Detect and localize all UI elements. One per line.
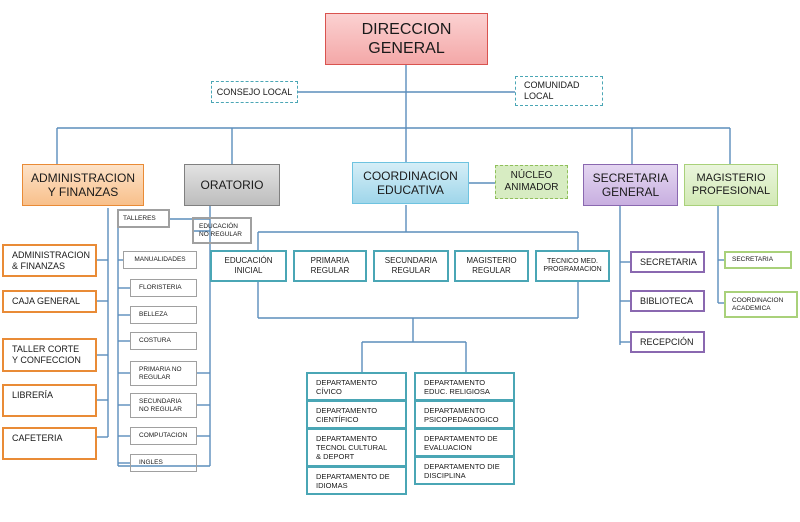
oratorio-educacion-no-regular-box: EDUCACIÓN NO REGULAR [192,217,252,244]
coordinacion-educativa-head: COORDINACION EDUCATIVA [352,162,469,204]
nucleo-animador-box: NÚCLEO ANIMADOR [495,165,568,199]
magisterio-item-coordinacion-academica: COORDINACION ACADEMICA [724,291,798,318]
departamento-disciplina: DEPARTAMENTO DIE DISCIPLINA [414,456,515,485]
departamento-psicopedagogico: DEPARTAMENTO PSICOPEDAGOGICO [414,400,515,429]
consejo-local-box: CONSEJO LOCAL [211,81,298,103]
oratorio-talleres-box: TALLERES [117,209,170,228]
regular-computacion: COMPUTACION [130,427,197,445]
taller-floristeria: FLORISTERIA [130,279,197,297]
taller-costura: COSTURA [130,332,197,350]
secretaria-general-head: SECRETARIA GENERAL [583,164,678,206]
oratorio-head: ORATORIO [184,164,280,206]
regular-primaria-no-regular: PRIMARIA NO REGULAR [130,361,197,386]
departamento-tecnol-cultural: DEPARTAMENTO TECNOL CULTURAL & DEPORT [306,428,407,467]
admin-item-libreria: LIBRERÍA [2,384,97,417]
admin-item-taller-corte: TALLER CORTE Y CONFECCION [2,338,97,372]
magisterio-item-secretaria: SECRETARIA [724,251,792,269]
coord-primaria-regular: PRIMARIA REGULAR [293,250,367,282]
admin-item-caja-general: CAJA GENERAL [2,290,97,313]
direccion-general-box: DIRECCION GENERAL [325,13,488,65]
administracion-finanzas-head: ADMINISTRACION Y FINANZAS [22,164,144,206]
admin-item-cafeteria: CAFETERIA [2,427,97,460]
secretaria-item-biblioteca: BIBLIOTECA [630,290,705,312]
taller-belleza: BELLEZA [130,306,197,324]
admin-item-administracion: ADMINISTRACION & FINANZAS [2,244,97,277]
regular-secundaria-no-regular: SECUNDARIA NO REGULAR [130,393,197,418]
taller-manualidades: MANUALIDADES [123,251,197,269]
coord-educacion-inicial: EDUCACIÓN INICIAL [210,250,287,282]
magisterio-profesional-head: MAGISTERIO PROFESIONAL [684,164,778,206]
secretaria-item-recepcion: RECEPCIÓN [630,331,705,353]
departamento-civico: DEPARTAMENTO CÍVICO [306,372,407,401]
coord-secundaria-regular: SECUNDARIA REGULAR [373,250,449,282]
comunidad-local-box: COMUNIDAD LOCAL [515,76,603,106]
departamento-educ-religiosa: DEPARTAMENTO EDUC. RELIGIOSA [414,372,515,401]
departamento-idiomas: DEPARTAMENTO DE IDIOMAS [306,466,407,495]
secretaria-item-secretaria: SECRETARIA [630,251,705,273]
departamento-evaluacion: DEPARTAMENTO DE EVALUACION [414,428,515,457]
departamento-cientifico: DEPARTAMENTO CIENTÍFICO [306,400,407,429]
regular-ingles: INGLES [130,454,197,472]
coord-magisterio-regular: MAGISTERIO REGULAR [454,250,529,282]
coord-tecnico-programacion: TECNICO MED. PROGRAMACION [535,250,610,282]
